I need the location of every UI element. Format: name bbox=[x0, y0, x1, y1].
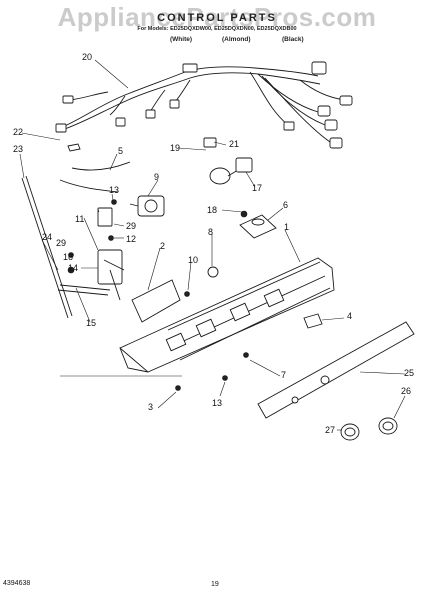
callout-23: 23 bbox=[13, 144, 24, 154]
part-15 bbox=[59, 284, 111, 291]
callout-21: 21 bbox=[229, 139, 240, 149]
part-4 bbox=[303, 313, 323, 329]
part-1-housing bbox=[119, 257, 335, 373]
color-almond: (Almond) bbox=[222, 36, 251, 43]
callout-7: 7 bbox=[281, 370, 287, 380]
callout-5: 5 bbox=[118, 146, 124, 156]
callout-8: 8 bbox=[208, 227, 214, 237]
callout-16: 16 bbox=[63, 252, 74, 262]
part-5 bbox=[71, 161, 131, 171]
part-23 bbox=[21, 177, 69, 319]
callout-1: 1 bbox=[284, 222, 290, 232]
callout-29-lower: 29 bbox=[56, 238, 67, 248]
footer-page-number: 19 bbox=[211, 581, 219, 588]
part-19 bbox=[209, 167, 239, 185]
part-26-knob bbox=[378, 417, 398, 435]
callout-10: 10 bbox=[188, 255, 199, 265]
callout-14: 14 bbox=[68, 263, 79, 273]
callout-27: 27 bbox=[325, 425, 336, 435]
callout-9: 9 bbox=[154, 172, 160, 182]
leader-lines bbox=[19, 59, 406, 431]
part-27-knob bbox=[340, 423, 360, 441]
wiring-harness bbox=[55, 61, 353, 149]
part-25-panel bbox=[257, 321, 415, 419]
callout-2: 2 bbox=[160, 241, 166, 251]
part-21 bbox=[203, 137, 217, 148]
part-14 bbox=[97, 207, 125, 301]
part-22 bbox=[67, 143, 81, 152]
callout-11: 11 bbox=[75, 214, 85, 224]
callout-25: 25 bbox=[404, 368, 415, 378]
callout-3: 3 bbox=[148, 402, 154, 412]
callout-17: 17 bbox=[252, 183, 263, 193]
part-9 bbox=[129, 195, 165, 217]
callout-4: 4 bbox=[347, 311, 353, 321]
footer-part-number: 4394638 bbox=[3, 580, 31, 587]
part-8 bbox=[207, 266, 219, 278]
model-list: For Models: ED25DQXDW00, ED25DQXDN00, ED… bbox=[137, 26, 297, 32]
callout-13-lower: 13 bbox=[212, 398, 223, 408]
callout-22: 22 bbox=[13, 127, 24, 137]
callout-24: 24 bbox=[42, 232, 53, 242]
diagram-title: CONTROL PARTS bbox=[157, 12, 277, 24]
screws bbox=[67, 199, 249, 391]
callout-19: 19 bbox=[170, 143, 181, 153]
callout-29-upper: 29 bbox=[126, 221, 137, 231]
callout-6: 6 bbox=[283, 200, 289, 210]
color-black: (Black) bbox=[282, 36, 304, 43]
callout-12: 12 bbox=[126, 234, 137, 244]
color-legend: (White) (Almond) (Black) bbox=[0, 36, 434, 46]
callout-15: 15 bbox=[86, 318, 97, 328]
color-white: (White) bbox=[170, 36, 193, 43]
part-17 bbox=[235, 157, 253, 173]
part-6 bbox=[239, 214, 277, 239]
callout-20: 20 bbox=[82, 52, 93, 62]
callout-13-upper: 13 bbox=[109, 185, 120, 195]
callout-18: 18 bbox=[207, 205, 218, 215]
callout-26: 26 bbox=[401, 386, 412, 396]
part-2 bbox=[131, 279, 181, 323]
